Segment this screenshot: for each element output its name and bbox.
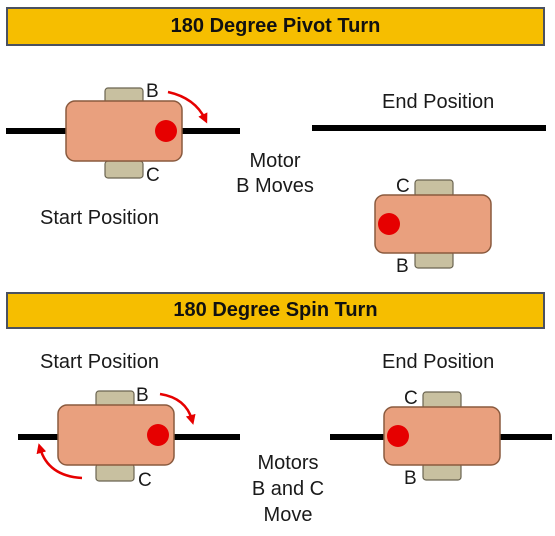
pivot-turn-title: 180 Degree Pivot Turn bbox=[170, 15, 381, 37]
pivot-start-robot: B C bbox=[6, 81, 240, 186]
pivot-start-label: Start Position bbox=[40, 207, 159, 229]
spin-turn-title: 180 Degree Spin Turn bbox=[173, 299, 378, 321]
spin-motor-note: Motors B and C Move bbox=[232, 452, 344, 526]
spin-motor-note-line3: Move bbox=[263, 504, 313, 526]
robot-body bbox=[374, 194, 492, 254]
pivot-turn-banner: 180 Degree Pivot Turn bbox=[6, 7, 545, 46]
robot-front-marker bbox=[387, 425, 409, 447]
wheel-b-label: B bbox=[404, 468, 417, 489]
robot-body bbox=[383, 406, 501, 466]
robot-front-marker bbox=[378, 213, 400, 235]
spin-motor-note-line1: Motors bbox=[257, 452, 319, 474]
pivot-end-label: End Position bbox=[382, 91, 495, 113]
wheel-c-label: C bbox=[146, 165, 160, 186]
spin-turn-banner: 180 Degree Spin Turn bbox=[6, 292, 545, 329]
spin-end-robot: C B bbox=[330, 388, 552, 489]
pivot-end-robot: C B bbox=[312, 125, 546, 277]
spin-motor-note-line2: B and C bbox=[251, 478, 325, 500]
robot-front-marker bbox=[147, 424, 169, 446]
pivot-motor-note-line1: Motor bbox=[249, 150, 301, 172]
rotation-arrow-b bbox=[159, 392, 196, 425]
pivot-motor-note: Motor B Moves bbox=[222, 150, 328, 197]
wheel-c-label: C bbox=[404, 388, 418, 409]
wheel-c bbox=[95, 463, 135, 482]
spin-end-label: End Position bbox=[382, 351, 495, 373]
spin-start-label: Start Position bbox=[40, 351, 159, 373]
robot-front-marker bbox=[155, 120, 177, 142]
robot-body bbox=[65, 100, 183, 162]
pivot-motor-note-line2: B Moves bbox=[236, 175, 314, 197]
wheel-b-label: B bbox=[136, 385, 149, 406]
wheel-c bbox=[104, 160, 144, 179]
rotation-arrow bbox=[167, 90, 208, 124]
spin-start-robot: B C bbox=[18, 385, 240, 491]
rotation-arrow-c bbox=[36, 443, 83, 480]
wheel-b-label: B bbox=[396, 256, 409, 277]
wheel-b-label: B bbox=[146, 81, 159, 102]
robot-body bbox=[57, 404, 175, 466]
wheel-c-label: C bbox=[396, 176, 410, 197]
wheel-c-label: C bbox=[138, 470, 152, 491]
